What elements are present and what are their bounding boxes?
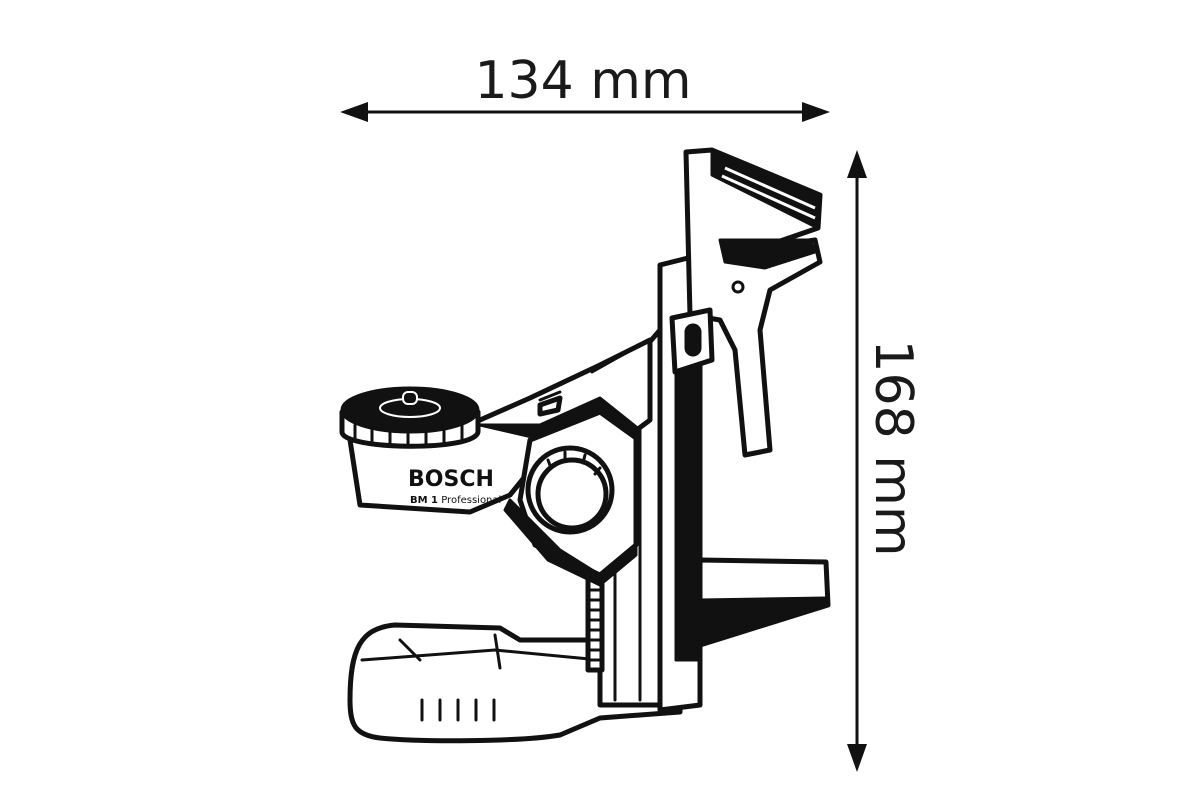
bm1-wall-mount-drawing: BOSCH BM 1 Professional [339,147,831,744]
width-dimension: 134 mm [340,51,830,122]
arrowhead-up-icon [847,150,867,178]
height-dimension: 168 mm [847,150,923,772]
arrowhead-right-icon [802,102,830,122]
brand-logo: BOSCH [408,467,494,492]
rail-channel [674,328,700,662]
arrowhead-left-icon [340,102,368,122]
arrowhead-down-icon [847,744,867,772]
screw-icon [402,391,418,405]
height-label: 168 mm [863,339,923,556]
grip-ribs [420,698,496,722]
width-label: 134 mm [474,51,691,111]
model-label: BM 1 Professional [410,495,501,506]
